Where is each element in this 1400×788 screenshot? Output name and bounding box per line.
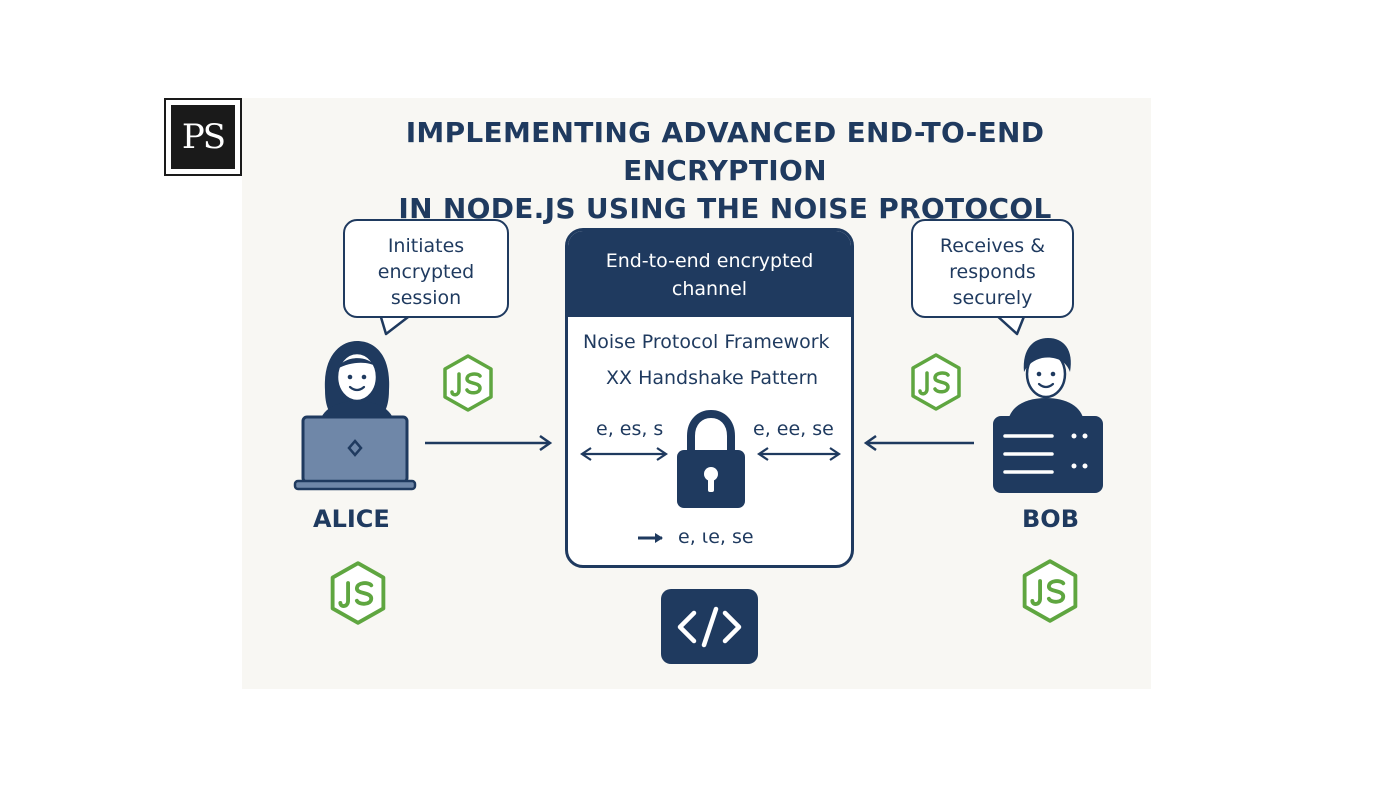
- lock-icon: [677, 409, 745, 508]
- double-arrow-icon: [757, 447, 841, 461]
- channel-header-line: End-to-end encrypted: [605, 250, 814, 272]
- encrypted-channel-box: End-to-end encrypted channel: [565, 228, 854, 568]
- ps-logo: PS: [164, 98, 242, 176]
- alice-label: ALICE: [313, 505, 390, 533]
- alice-to-channel-arrow-icon: [425, 434, 553, 452]
- framework-label: Noise Protocol Framework: [583, 331, 830, 353]
- alice-bubble-line: encrypted: [377, 261, 475, 283]
- bob-bubble-tail: [994, 313, 1027, 336]
- bob-to-channel-arrow-icon: [863, 434, 974, 452]
- nodejs-icon: [911, 353, 961, 411]
- double-arrow-icon: [580, 447, 668, 461]
- alice-bubble-tail: [378, 313, 413, 336]
- logo-text: PS: [171, 105, 235, 169]
- bob-bubble-line: Receives &: [939, 235, 1046, 257]
- alice-bubble-line: session: [390, 287, 462, 309]
- title-line-1: IMPLEMENTING ADVANCED END-TO-END ENCRYPT…: [405, 116, 1045, 187]
- bob-avatar-icon: [993, 338, 1103, 493]
- bob-bubble-line: responds: [949, 261, 1036, 283]
- channel-header: End-to-end encrypted channel: [568, 231, 851, 317]
- bob-label: BOB: [1022, 505, 1079, 533]
- nodejs-icon: [1022, 559, 1078, 623]
- alice-avatar-icon: [293, 341, 417, 491]
- handshake-pattern-label: XX Handshake Pattern: [606, 367, 819, 389]
- code-icon: [661, 589, 758, 664]
- nodejs-icon: [443, 354, 493, 412]
- bob-speech-bubble: Receives & responds securely: [911, 219, 1074, 318]
- initiator-message-label: e, es, s: [596, 418, 664, 440]
- arrow-right-icon: [638, 533, 663, 543]
- responder-message-label: e, ee, se: [753, 418, 834, 440]
- alice-speech-bubble: Initiates encrypted session: [343, 219, 509, 318]
- alice-bubble-line: Initiates: [387, 235, 465, 257]
- bob-bubble-line: securely: [952, 287, 1033, 309]
- final-message-label: e, ιe, se: [678, 526, 754, 548]
- nodejs-icon: [330, 561, 386, 625]
- channel-header-line: channel: [671, 278, 748, 300]
